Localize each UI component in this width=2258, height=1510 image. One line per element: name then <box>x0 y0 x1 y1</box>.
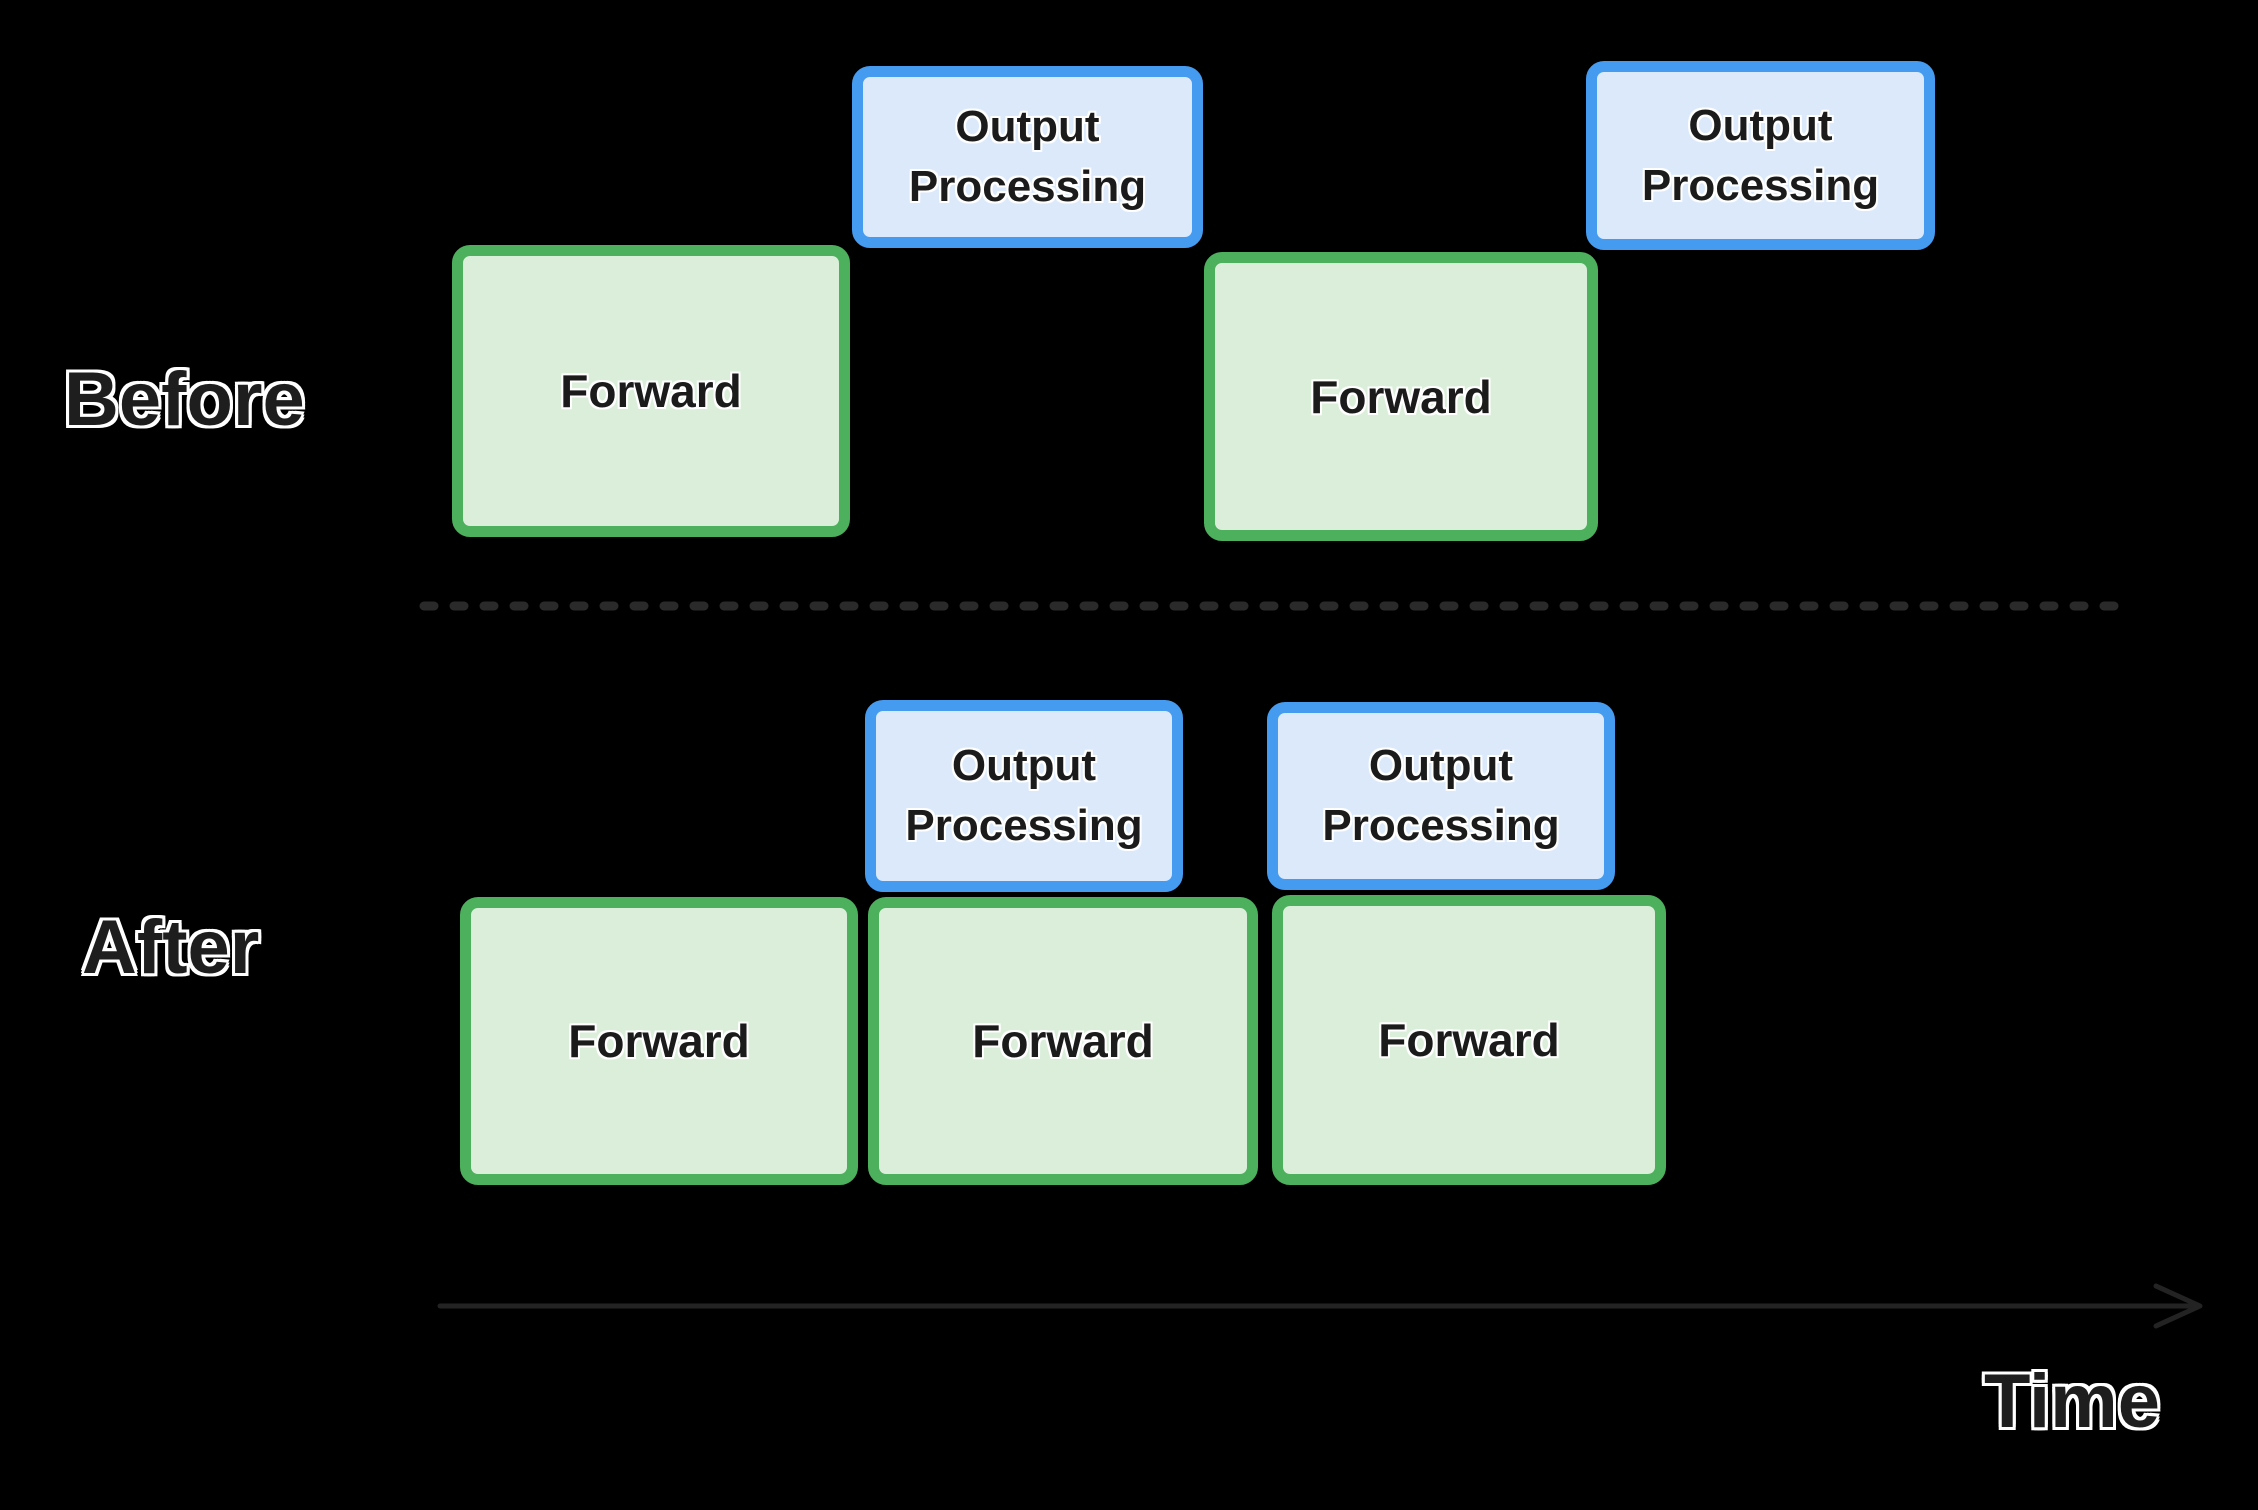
before-output-processing-block-1: Output Processing <box>852 66 1203 248</box>
after-output-processing-block-2-label: Output Processing <box>1322 741 1560 850</box>
before-forward-block-1: Forward <box>452 245 850 537</box>
before-forward-block-1-label: Forward <box>560 365 742 417</box>
before-output-processing-block-2: Output Processing <box>1586 61 1935 250</box>
after-forward-block-1-label: Forward <box>568 1015 750 1067</box>
time-axis-label: Time <box>1984 1359 2161 1444</box>
after-forward-block-2: Forward <box>868 897 1258 1185</box>
before-output-processing-block-2-label: Output Processing <box>1641 100 1880 210</box>
before-section-label: Before <box>64 357 305 442</box>
after-output-processing-block-1-label: Output Processing <box>905 741 1143 850</box>
before-output-processing-block-1-label: Output Processing <box>908 102 1147 211</box>
after-output-processing-block-1: Output Processing <box>865 700 1183 892</box>
after-forward-block-1: Forward <box>460 897 858 1185</box>
after-forward-block-2-label: Forward <box>972 1015 1154 1067</box>
before-forward-block-2: Forward <box>1204 252 1598 541</box>
after-output-processing-block-2: Output Processing <box>1267 702 1615 890</box>
after-section-label: After <box>82 905 260 990</box>
before-forward-block-2-label: Forward <box>1310 370 1492 423</box>
after-forward-block-3-label: Forward <box>1378 1014 1560 1066</box>
time-axis-arrowhead <box>2153 1283 2203 1329</box>
after-forward-block-3: Forward <box>1272 895 1666 1185</box>
